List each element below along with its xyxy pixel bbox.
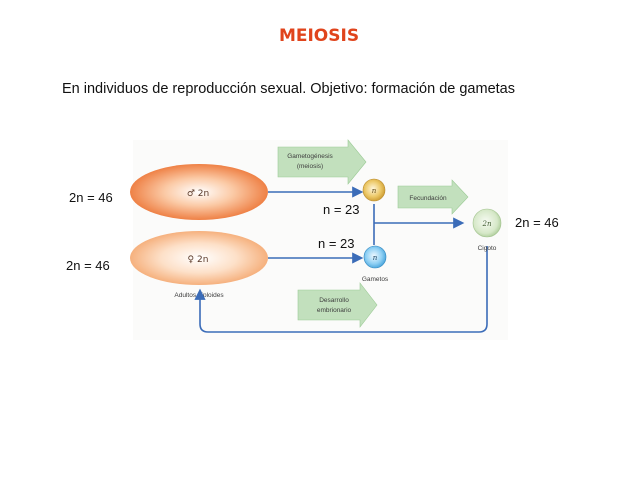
page-title: MEIOSIS <box>278 26 360 46</box>
male-ploidy-label: 2n = 46 <box>69 190 113 205</box>
development-label-1: Desarrollo <box>319 297 349 304</box>
gametes-to-zygote-arrow <box>373 204 461 223</box>
gametes-caption: Gametos <box>362 276 389 283</box>
gamete-bottom-ploidy-label: n = 23 <box>318 236 355 251</box>
gametogenesis-label-1: Gametogénesis <box>287 153 333 160</box>
male-diploid-cell <box>130 164 268 220</box>
gametogenesis-label-2: (meiosis) <box>297 163 323 170</box>
female-ploidy-label: 2n = 46 <box>66 258 110 273</box>
zygote-ploidy-label: 2n = 46 <box>515 215 559 230</box>
male-cell-label: ♂ 2n <box>187 189 209 199</box>
fertilization-label: Fecundación <box>409 195 447 202</box>
development-arrow: Desarrollo embrionario <box>297 282 378 328</box>
page-subtitle: En individuos de reproducción sexual. Ob… <box>62 81 515 97</box>
gametogenesis-arrow: Gametogénesis (meiosis) <box>277 139 367 185</box>
development-label-2: embrionario <box>317 307 352 314</box>
female-gamete-cell <box>363 245 387 269</box>
zygote-label: 2n <box>482 220 492 228</box>
female-diploid-cell <box>130 231 268 285</box>
female-cell-label: ♀ 2n <box>188 255 209 265</box>
male-gamete-cell <box>362 178 386 202</box>
zygote-caption: Cigoto <box>478 245 497 252</box>
male-gamete-label: n <box>372 187 377 195</box>
development-return-arrow <box>194 246 488 333</box>
fertilization-arrow: Fecundación <box>397 179 469 215</box>
female-gamete-label: n <box>373 254 378 262</box>
gamete-top-ploidy-label: n = 23 <box>323 202 360 217</box>
zygote-cell <box>472 208 502 238</box>
